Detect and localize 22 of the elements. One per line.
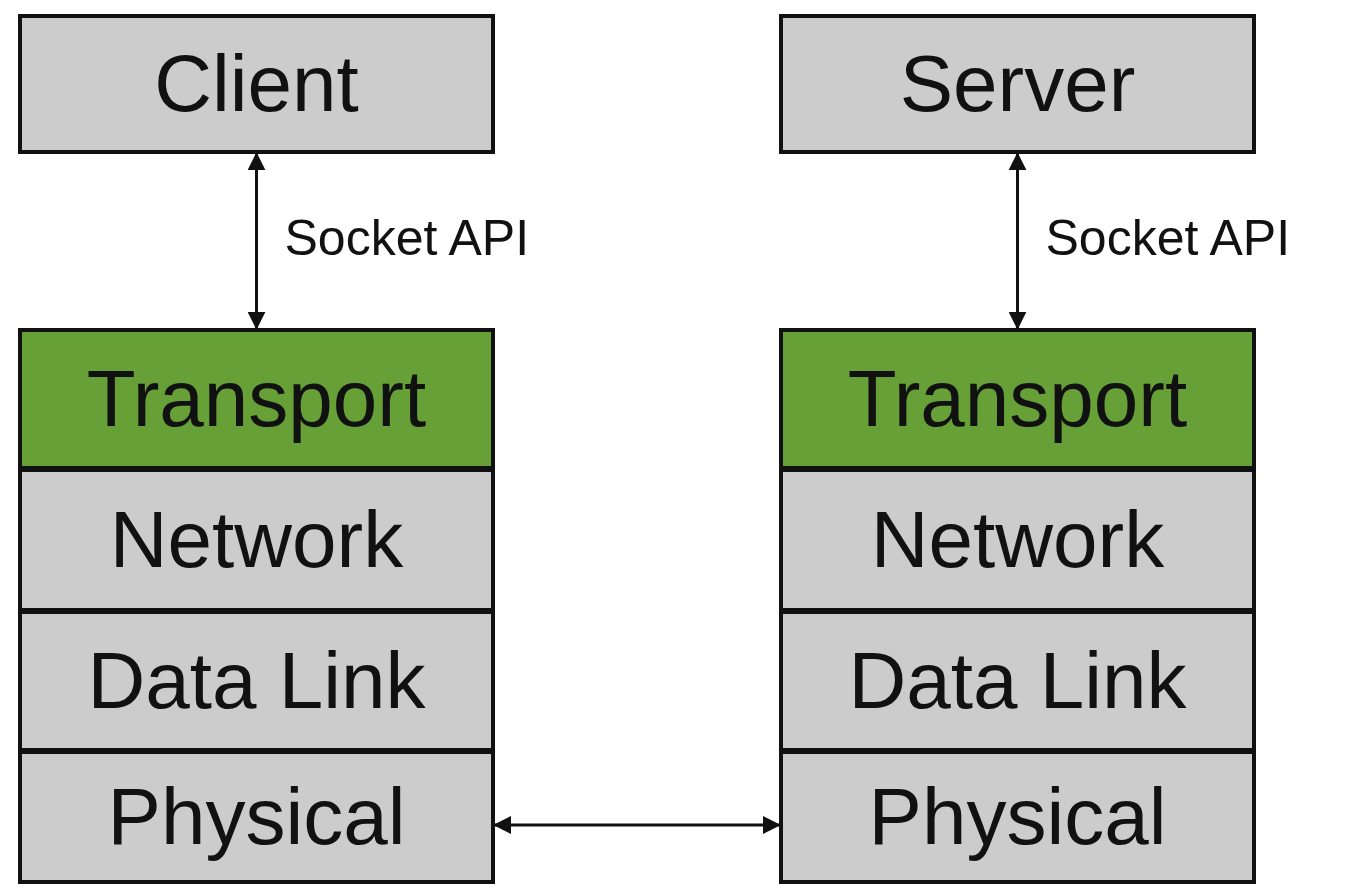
node-label: Physical [107, 771, 406, 863]
process-box [779, 468, 1256, 612]
node-label: Transport [86, 353, 427, 445]
process-box [18, 468, 495, 612]
process-box [18, 750, 495, 884]
protocol-layer-box [779, 328, 1256, 470]
double-arrow [247, 152, 266, 330]
process-box [18, 14, 495, 154]
node-label: Network [109, 494, 404, 586]
process-box [18, 610, 495, 752]
protocol-layer-box [18, 328, 495, 470]
process-box [779, 750, 1256, 884]
node-label: Network [870, 494, 1165, 586]
node-label: Transport [847, 353, 1188, 445]
node-label: Data Link [848, 635, 1187, 727]
node-label: Data Link [87, 635, 426, 727]
process-box [779, 610, 1256, 752]
node-label: Server [899, 38, 1136, 130]
double-arrow [1008, 152, 1027, 330]
node-label: Physical [868, 771, 1167, 863]
node-label: Client [154, 38, 359, 130]
process-box [779, 14, 1256, 154]
